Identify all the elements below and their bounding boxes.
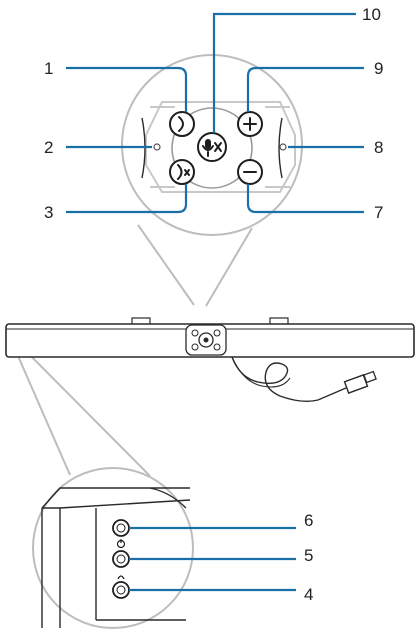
- callout-labels-top: 1 2 3 10 9 8 7: [44, 5, 383, 222]
- callout-lines-top: [66, 12, 364, 214]
- volume-up-button[interactable]: [237, 111, 263, 137]
- headset-port-icon: [117, 575, 125, 580]
- callout-5: 5: [304, 546, 313, 565]
- headset-port[interactable]: [112, 581, 130, 599]
- soundbar: [5, 317, 415, 403]
- microphone-mute-icon: [202, 139, 222, 157]
- callout-lines-bottom: [129, 526, 296, 592]
- zoom-circle-bottom: [32, 467, 194, 629]
- mic-mute-button[interactable]: [197, 132, 227, 162]
- volume-up-icon: [243, 117, 257, 131]
- callout-1: 1: [44, 59, 53, 78]
- callout-9: 9: [374, 59, 383, 78]
- callout-8: 8: [374, 138, 383, 157]
- usb-plug: [343, 370, 377, 394]
- soundbar-control-cluster: [185, 324, 227, 356]
- hangup-button[interactable]: [169, 159, 195, 185]
- power-button-icon: [116, 539, 126, 549]
- power-button[interactable]: [112, 550, 130, 568]
- volume-down-button[interactable]: [237, 159, 263, 185]
- usb-cable: [231, 356, 377, 403]
- callout-10: 10: [362, 5, 381, 24]
- left-status-led: [153, 143, 161, 151]
- zoom-circle-top: [121, 54, 303, 236]
- callout-2: 2: [44, 138, 53, 157]
- callout-7: 7: [374, 203, 383, 222]
- headset-call-icon: [178, 116, 184, 132]
- callout-4: 4: [304, 585, 313, 604]
- headphone-jack[interactable]: [112, 519, 130, 537]
- callout-3: 3: [44, 203, 53, 222]
- side-ports-zoom: [32, 467, 194, 629]
- control-panel-zoom: [121, 54, 303, 236]
- right-status-led: [279, 143, 287, 151]
- call-button[interactable]: [169, 111, 195, 137]
- headset-hangup-icon: [177, 164, 190, 180]
- callout-labels-bottom: 6 5 4: [304, 511, 313, 604]
- speaker-side-body: [41, 487, 191, 628]
- callout-6: 6: [304, 511, 313, 530]
